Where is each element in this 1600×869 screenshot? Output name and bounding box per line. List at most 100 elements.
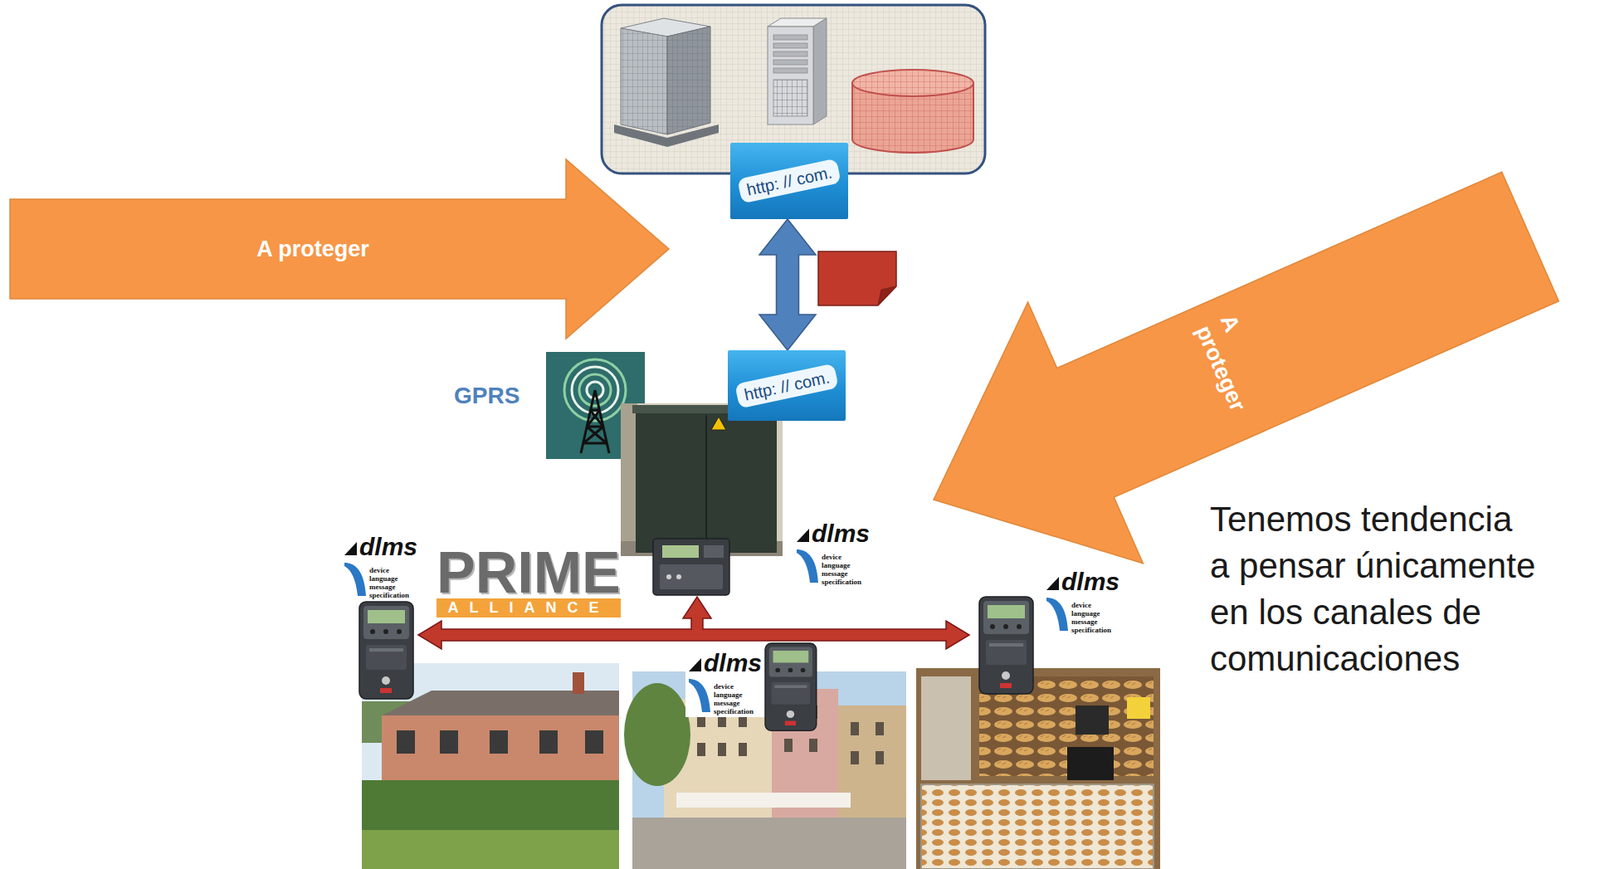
concentrator-device [662,545,699,558]
concentrator-device [703,545,724,558]
logo-text: dlms [703,650,762,676]
url-box: http: // com. [730,142,849,220]
document-icon [878,286,897,306]
server-icon [773,51,808,57]
city-photo [697,742,706,757]
city-photo [738,742,747,757]
database-cylinder [852,69,974,97]
city-photo [875,721,884,736]
city-photo [632,817,907,869]
city-photo [717,742,727,757]
city-photo [784,738,793,752]
bakery-photo [1067,746,1114,781]
house-photo [585,730,604,754]
network-label: GPRS [453,381,520,410]
house-photo [572,672,585,694]
logo-subtext: device language message specification [713,682,757,716]
logo-text: PRIME [436,543,621,602]
url-text: http: // com. [736,158,842,205]
callout-arrow: A proteger [6,156,673,342]
building-icon [614,18,719,147]
city-photo [809,738,818,752]
plc-arrow [418,596,970,649]
house-photo [439,730,459,754]
smart-meter [979,596,1034,694]
cabinet-photo [620,403,638,557]
dlms-logo [1043,567,1127,636]
dlms-logo [688,658,702,672]
city-photo [624,682,691,786]
server-icon [773,43,808,49]
server-icon [813,18,827,125]
concentrator-device [659,564,723,590]
logo-bar [436,598,621,618]
logo-text: dlms [359,534,418,560]
dlms-logo [793,519,877,588]
logo-subtext: ALLIANCE [436,598,621,618]
dlms-logo [1043,567,1127,636]
bakery-photo [1126,697,1151,719]
dlms-logo [1046,597,1069,631]
url-text: http: // com. [734,362,840,409]
city-photo [850,751,859,765]
server-icon [773,68,808,74]
house-photo [396,730,415,754]
concentrator-device [666,574,672,580]
server-icon [773,34,808,40]
building-icon [667,26,711,135]
cabinet-photo [620,403,783,557]
cabinet-photo [711,416,727,430]
database-cylinder [852,69,974,97]
house-photo [381,690,620,716]
dlms-logo [341,532,425,601]
concentrator-device [653,538,730,596]
bakery-photo [916,668,1161,869]
logo-subtext: device language message specification [821,552,865,586]
house-photo [489,730,508,754]
building-icon [620,28,668,135]
dlms-logo [344,541,357,556]
dlms-logo [341,532,425,601]
dlms-logo [685,648,766,718]
url-box: http: // com. [727,350,846,421]
building-icon [620,28,668,135]
logo-text: dlms [1061,569,1120,595]
document-icon [818,251,897,306]
dlms-logo [793,519,877,588]
city-photo [875,751,884,765]
dlms-logo [796,528,810,542]
dlms-logo [688,678,711,713]
bakery-photo [916,668,1161,869]
connector-arrow [759,219,816,351]
bakery-photo [921,784,1154,869]
logo-text: dlms [811,521,870,547]
server-icon [773,59,808,65]
city-photo [850,721,859,736]
smart-meter [359,601,414,699]
concentrator-device [653,538,730,596]
concentrator-device [676,574,682,580]
server-icon [767,18,827,125]
document-icon [818,251,897,306]
note-text: Tenemos tendencia a pensar únicamente en… [1209,496,1541,683]
dlms-logo [1046,576,1059,591]
logo-subtext: device language message specification [1071,600,1115,635]
server-icon [767,26,814,125]
dlms-logo [685,648,766,718]
arrow-shape [9,159,669,339]
city-photo [676,792,851,808]
bakery-photo [1075,705,1109,735]
house-photo [539,730,558,754]
cabinet-photo [635,409,777,553]
database-cylinder [852,69,974,153]
house-photo [361,829,620,869]
building-icon [667,26,711,135]
server-icon [773,79,808,117]
smart-meter [765,643,817,731]
callout-text: A proteger [221,235,405,263]
antenna-icon [580,390,610,454]
cabinet-photo [620,403,783,557]
